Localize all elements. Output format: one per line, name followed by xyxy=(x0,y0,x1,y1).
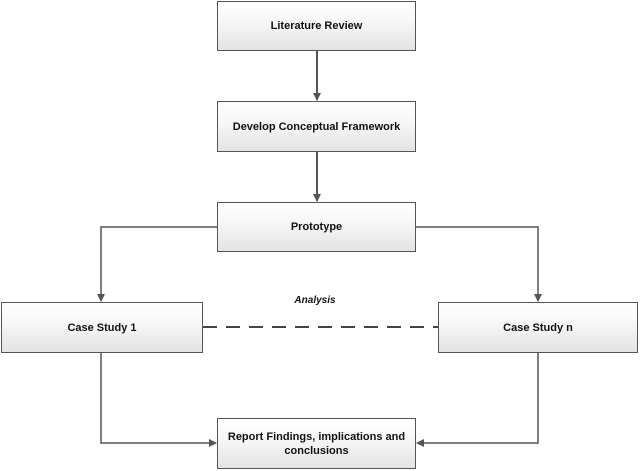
edge-case-study-1-to-report xyxy=(100,353,217,447)
edge-prototype-to-case-study-1 xyxy=(97,226,217,302)
node-literature-review-label: Literature Review xyxy=(270,20,363,32)
node-literature-review: Literature Review xyxy=(217,1,416,51)
node-prototype: Prototype xyxy=(217,202,416,252)
node-case-study-1-label: Case Study 1 xyxy=(67,321,137,334)
node-case-study-1: Case Study 1 xyxy=(1,302,203,353)
node-report-findings-label: Report Findings, implications and conclu… xyxy=(227,430,406,457)
node-case-study-n: Case Study n xyxy=(438,302,638,353)
node-develop-conceptual-framework: Develop Conceptual Framework xyxy=(217,101,416,152)
edge-prototype-to-case-study-n xyxy=(416,226,542,302)
node-develop-conceptual-framework-label: Develop Conceptual Framework xyxy=(232,120,401,133)
edge-label-analysis: Analysis xyxy=(294,295,336,306)
edge-case-study-n-to-report xyxy=(416,353,539,447)
node-case-study-n-label: Case Study n xyxy=(503,321,573,334)
node-report-findings: Report Findings, implications and conclu… xyxy=(217,418,416,469)
node-prototype-label: Prototype xyxy=(290,221,343,233)
